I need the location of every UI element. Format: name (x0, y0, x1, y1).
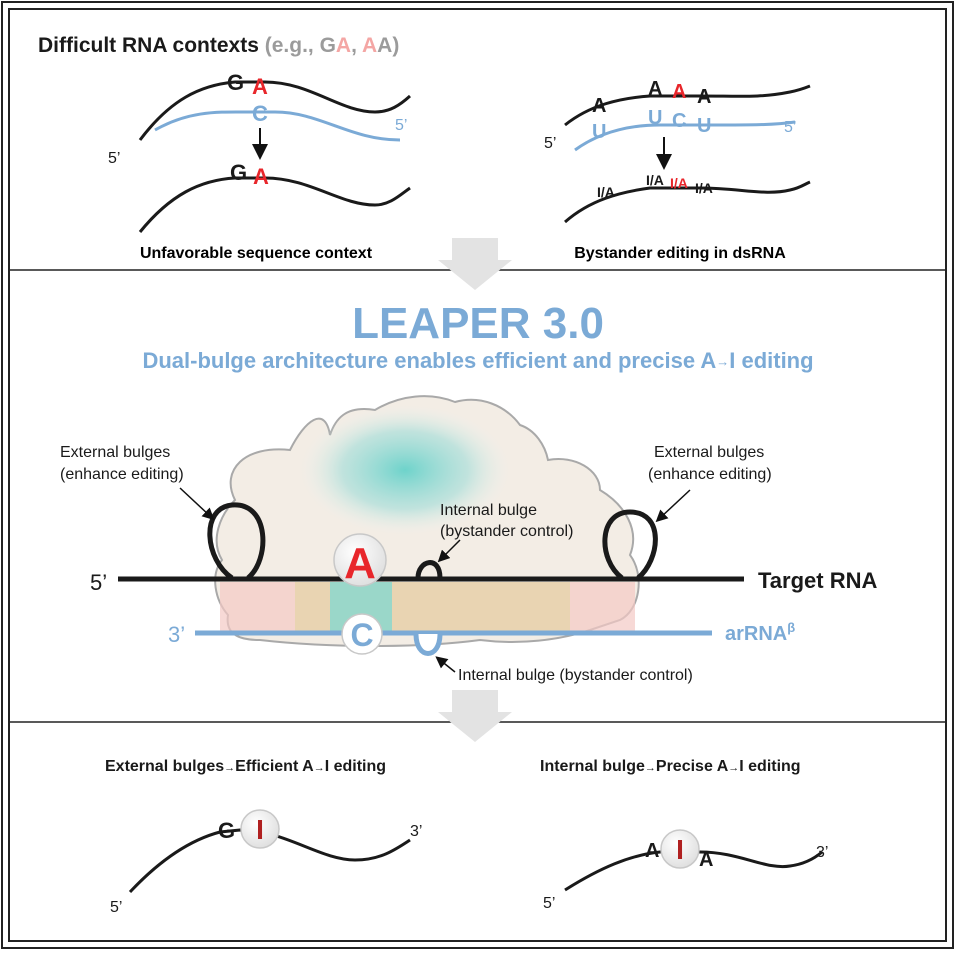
target-strand-after-left (138, 176, 411, 233)
result-strand-left (128, 828, 411, 894)
region-pink-left (220, 582, 295, 632)
result-strand-right (564, 850, 823, 892)
right-context-illustration: A A A A U U C U 5’ 5’ I/A I/A I/A I/A By… (544, 78, 811, 262)
guide-base-circle (341, 613, 383, 655)
arrna-label: arRNAβ (725, 620, 795, 645)
edited-base-3: I/A (670, 175, 688, 191)
target-strand-top-left (138, 80, 412, 141)
inner-frame (8, 8, 947, 942)
result-circle-left (240, 809, 280, 849)
target-base-circle (333, 533, 387, 587)
guide-three-prime: 3’ (168, 622, 185, 647)
edited-base-2: I/A (646, 172, 664, 188)
result-base-i-right: I (676, 834, 684, 865)
annotation-external-right-line2: (enhance editing) (648, 466, 772, 483)
result-base-a-left: A (645, 840, 659, 862)
base-u-1: U (592, 121, 606, 143)
base-u-2: U (648, 107, 662, 129)
left-context-illustration: G A C 5’ 5’ G A Unfavorable sequence con… (108, 70, 412, 262)
annotation-internal-top-line2: (bystander control) (440, 523, 573, 540)
leaper-subtitle: Dual-bulge architecture enables efficien… (142, 348, 813, 373)
guide-strand-top-left (154, 110, 401, 142)
base-g: G (227, 70, 244, 95)
base-c: C (252, 101, 268, 126)
target-five-prime: 5’ (90, 570, 107, 595)
base-g-after: G (230, 160, 247, 185)
caption-bystander: Bystander editing in dsRNA (574, 245, 786, 262)
base-a: A (252, 74, 268, 99)
label-five-prime: 5’ (108, 150, 120, 167)
caption-external-result: External bulges→Efficient A→I editing (105, 758, 386, 775)
base-a-1: A (592, 95, 606, 117)
result-base-g: G (218, 818, 235, 843)
guide-strand-top-right (574, 120, 796, 152)
top-title: Difficult RNA contexts (e.g., GA, AA) (38, 34, 399, 57)
base-a-4: A (697, 86, 711, 108)
result-right-three-prime: 3’ (816, 844, 828, 861)
region-pink-right (570, 582, 635, 632)
transition-arrow-top (438, 238, 512, 290)
base-c-right: C (672, 110, 686, 132)
result-base-a-right: A (699, 849, 713, 871)
region-tan-right (392, 582, 570, 632)
internal-bulge-bottom (413, 633, 443, 656)
result-left-five-prime: 5’ (110, 899, 122, 916)
guide-base-c: C (350, 617, 373, 653)
result-right-five-prime: 5’ (543, 895, 555, 912)
base-a-3: A (672, 81, 686, 103)
region-tan-left (295, 582, 330, 632)
target-strand-top-right (564, 84, 811, 127)
external-bulge-right (602, 509, 658, 580)
result-circle-right (660, 829, 700, 869)
caption-unfavorable: Unfavorable sequence context (140, 245, 373, 262)
target-rna-label: Target RNA (758, 568, 877, 593)
pointer-internal-top (437, 539, 461, 563)
annotation-external-left-line2: (enhance editing) (60, 466, 184, 483)
base-a-2: A (648, 78, 662, 100)
annotation-external-left-line1: External bulges (60, 444, 170, 461)
label-five-prime-blue: 5’ (395, 117, 407, 134)
label-five-prime-right: 5’ (544, 135, 556, 152)
internal-bulge-top (415, 560, 443, 579)
pointer-internal-bottom (435, 656, 456, 673)
target-strand-after-right (564, 180, 811, 224)
annotation-external-right-line1: External bulges (654, 444, 764, 461)
annotation-internal-top-line1: Internal bulge (440, 502, 537, 519)
edited-base-4: I/A (695, 180, 713, 196)
pointer-external-left (179, 487, 215, 521)
annotation-internal-bottom: Internal bulge (bystander control) (458, 667, 693, 684)
base-u-3: U (697, 115, 711, 137)
enzyme-teal-domain (300, 405, 510, 535)
result-left-three-prime: 3’ (410, 823, 422, 840)
label-five-prime-blue-right: 5’ (784, 119, 796, 136)
base-a-after: A (253, 164, 269, 189)
caption-internal-result: Internal bulge→Precise A→I editing (540, 758, 801, 775)
transition-arrow-bottom (438, 690, 512, 742)
edited-base-1: I/A (597, 184, 615, 200)
pointer-external-right (655, 489, 691, 523)
leaper-title: LEAPER 3.0 (352, 299, 604, 348)
target-base-a: A (344, 539, 376, 588)
external-bulge-left (207, 502, 266, 581)
result-base-i-left: I (256, 814, 264, 845)
